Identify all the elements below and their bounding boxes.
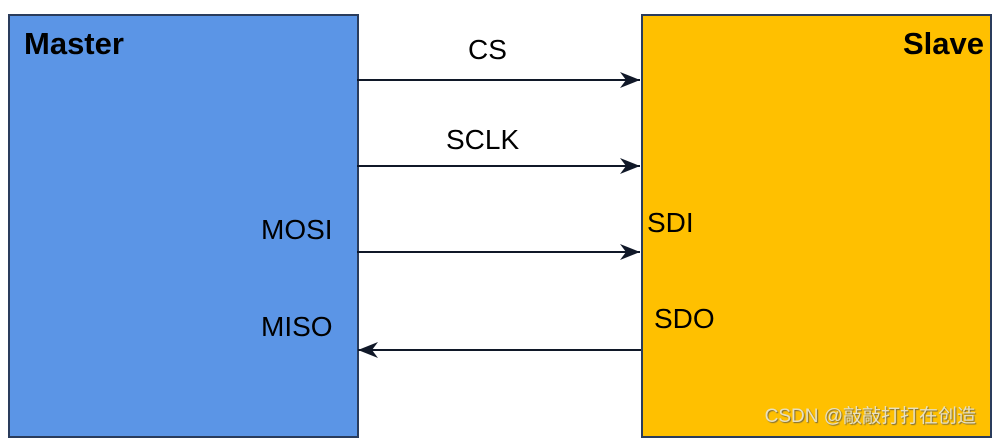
slave-block: Slave CSDN @敲敲打打在创造	[641, 14, 992, 438]
cs-label: CS	[468, 34, 507, 65]
master-title: Master	[24, 26, 124, 61]
sclk-label: SCLK	[446, 124, 520, 155]
watermark: CSDN @敲敲打打在创造	[764, 406, 976, 427]
miso-label: MISO	[261, 311, 333, 342]
master-block: Master	[8, 14, 359, 438]
sdi-label: SDI	[647, 207, 694, 238]
mosi-label: MOSI	[261, 214, 333, 245]
slave-title: Slave	[902, 26, 984, 61]
sdo-label: SDO	[654, 303, 715, 334]
